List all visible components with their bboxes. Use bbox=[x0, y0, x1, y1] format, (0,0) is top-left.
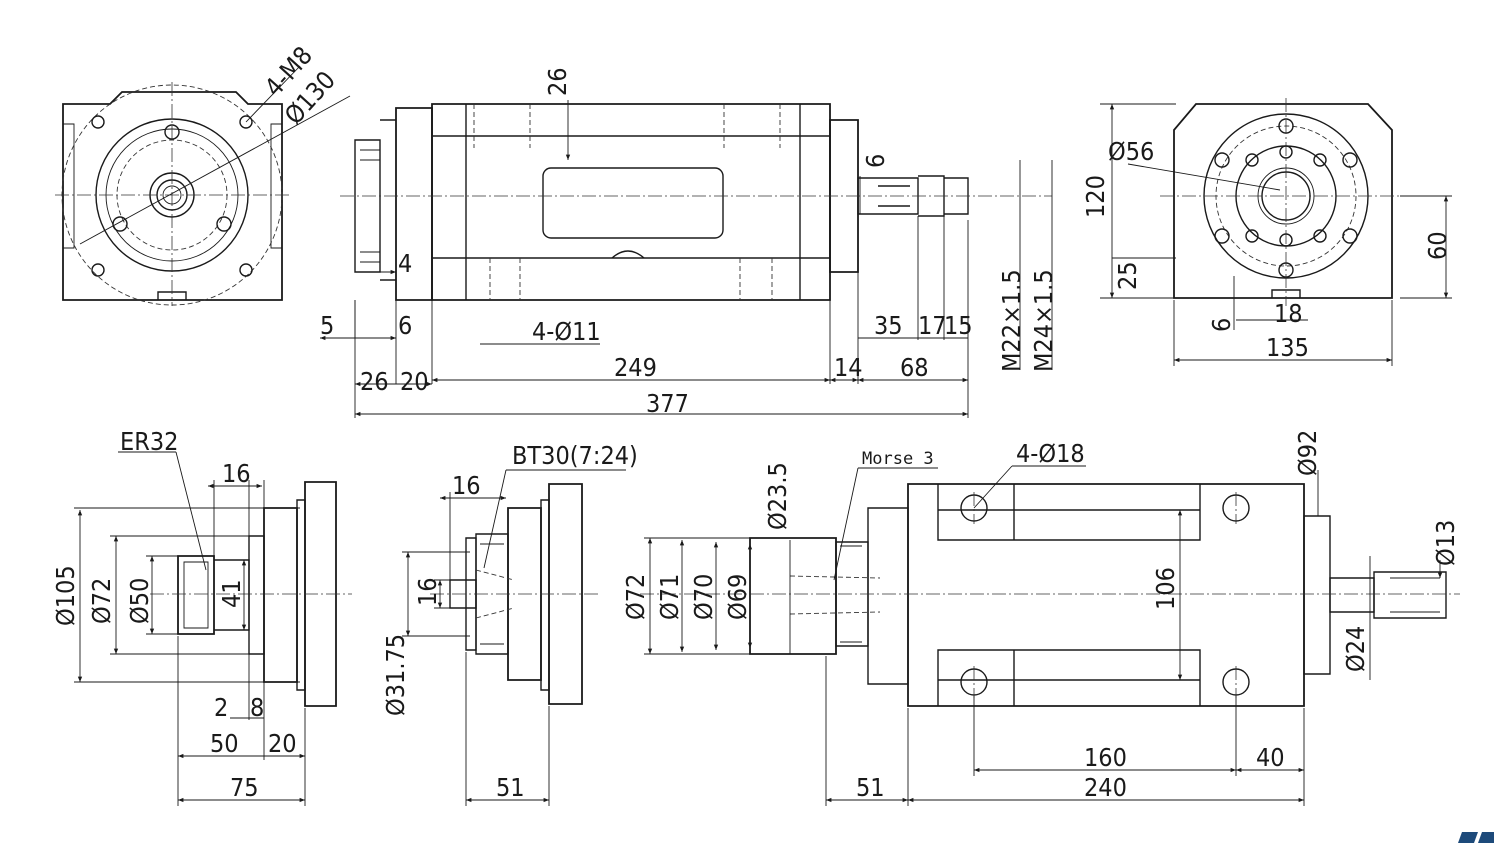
top-view bbox=[320, 100, 1053, 418]
label-morse-69: Ø69 bbox=[723, 574, 752, 620]
label-er32-2: 2 bbox=[214, 693, 228, 722]
label-morse-235: Ø23.5 bbox=[763, 462, 792, 530]
label-morse-13: Ø13 bbox=[1431, 520, 1460, 566]
label-bt30-title: BT30(7:24) bbox=[512, 441, 638, 470]
brand-logo-fragment bbox=[1458, 832, 1494, 843]
front-view bbox=[55, 65, 351, 306]
label-rear-56: Ø56 bbox=[1108, 137, 1154, 166]
label-morse-106: 106 bbox=[1151, 567, 1180, 610]
label-er32-75: 75 bbox=[230, 773, 259, 802]
morse-view bbox=[640, 465, 1460, 806]
label-er32-50b: 50 bbox=[210, 729, 239, 758]
label-top-377: 377 bbox=[646, 389, 689, 418]
label-morse-40: 40 bbox=[1256, 743, 1285, 772]
label-morse-51: 51 bbox=[856, 773, 885, 802]
label-rear-18: 18 bbox=[1274, 299, 1303, 328]
label-top-15: 15 bbox=[944, 311, 973, 340]
er32-view bbox=[74, 451, 352, 806]
bt30-view bbox=[402, 469, 626, 806]
label-er32-41: 41 bbox=[217, 579, 246, 608]
label-top-35: 35 bbox=[874, 311, 903, 340]
label-rear-120: 120 bbox=[1081, 175, 1110, 218]
label-bt30-3175: Ø31.75 bbox=[381, 634, 410, 716]
label-er32-50: Ø50 bbox=[125, 578, 154, 624]
label-morse-72: Ø72 bbox=[621, 574, 650, 620]
label-er32-20: 20 bbox=[268, 729, 297, 758]
label-top-4: 4 bbox=[398, 249, 412, 278]
label-bt30-16a: 16 bbox=[452, 471, 481, 500]
label-morse-title: Morse 3 bbox=[862, 449, 934, 469]
label-bt30-51: 51 bbox=[496, 773, 525, 802]
label-bt30-16b: 16 bbox=[413, 577, 442, 606]
label-top-5: 5 bbox=[320, 311, 334, 340]
label-er32-16: 16 bbox=[222, 459, 251, 488]
label-morse-160: 160 bbox=[1084, 743, 1127, 772]
label-rear-135: 135 bbox=[1266, 333, 1309, 362]
label-er32-8: 8 bbox=[250, 693, 264, 722]
label-top-26b: 26 bbox=[360, 367, 389, 396]
label-top-17: 17 bbox=[918, 311, 947, 340]
label-morse-240: 240 bbox=[1084, 773, 1127, 802]
label-er32-72: Ø72 bbox=[87, 578, 116, 624]
label-morse-92: Ø92 bbox=[1293, 430, 1322, 476]
label-top-14: 14 bbox=[834, 353, 863, 382]
label-top-26: 26 bbox=[543, 67, 572, 96]
label-top-m24: M24×1.5 bbox=[1029, 269, 1058, 372]
label-morse-70: Ø70 bbox=[689, 574, 718, 620]
label-top-6: 6 bbox=[398, 311, 412, 340]
label-rear-25: 25 bbox=[1113, 261, 1142, 290]
rear-view bbox=[1100, 98, 1452, 366]
dimension-labels: 4-M8 Ø130 26 6 4 5 6 4-Ø11 35 17 15 M22×… bbox=[51, 41, 1460, 802]
label-rear-6: 6 bbox=[1207, 318, 1236, 332]
label-top-holes: 4-Ø11 bbox=[532, 317, 601, 346]
label-top-249: 249 bbox=[614, 353, 657, 382]
label-morse-71: Ø71 bbox=[655, 574, 684, 620]
label-er32-105: Ø105 bbox=[51, 565, 80, 626]
label-er32-title: ER32 bbox=[120, 427, 178, 456]
label-rear-60: 60 bbox=[1423, 231, 1452, 260]
label-top-m22: M22×1.5 bbox=[997, 269, 1026, 372]
label-top-6k: 6 bbox=[861, 154, 890, 168]
label-top-68: 68 bbox=[900, 353, 929, 382]
label-morse-24: Ø24 bbox=[1341, 626, 1370, 672]
label-morse-holes: 4-Ø18 bbox=[1016, 439, 1085, 468]
label-top-20: 20 bbox=[400, 367, 429, 396]
